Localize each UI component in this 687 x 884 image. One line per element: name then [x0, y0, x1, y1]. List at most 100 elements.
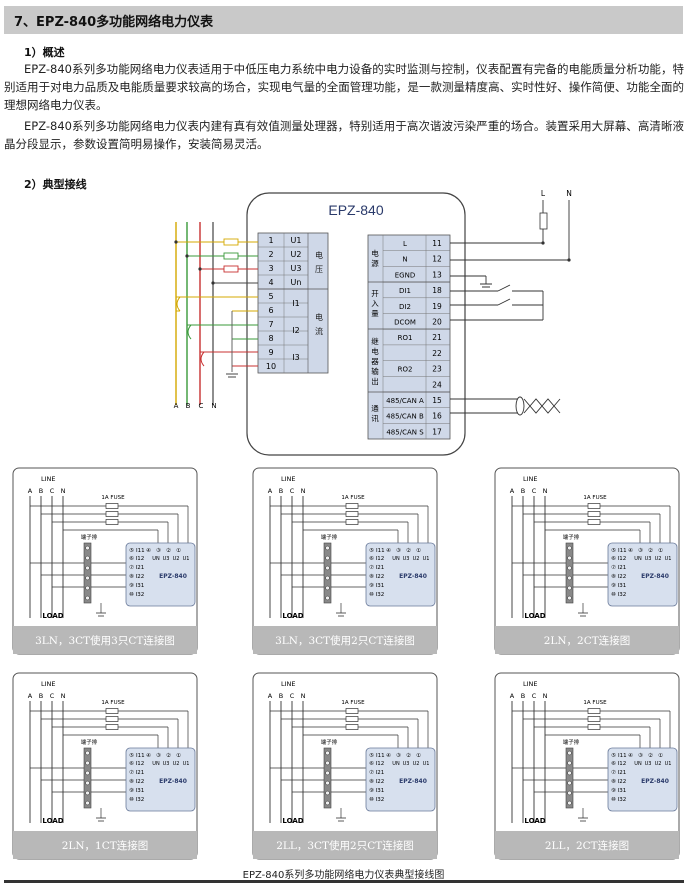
- left-terminal-signal: Un: [291, 278, 302, 287]
- mini-row-label: ⑥ I12: [611, 761, 626, 767]
- mini-phase-label: B: [279, 692, 283, 700]
- mini-strip-label: 端子排: [563, 738, 580, 746]
- mini-row-label: ⑦ I21: [369, 564, 384, 571]
- mini-strip-label: 端子排: [81, 738, 98, 746]
- mini-phase-label: A: [268, 487, 273, 495]
- mini-row-label: ⑦ I21: [611, 769, 626, 776]
- mini-top-signal: U3: [403, 761, 410, 767]
- right-terminal-signal: RO1: [398, 334, 413, 342]
- right-terminal-number: 21: [432, 333, 442, 342]
- left-terminal-number: 4: [268, 278, 273, 287]
- mini-top-signal: U3: [645, 761, 652, 767]
- mini-strip-label: 端子排: [321, 738, 338, 746]
- mini-load-label: LOAD: [282, 612, 303, 620]
- mini-phase-label: C: [532, 487, 537, 495]
- mini-top-signal: UN: [634, 761, 642, 767]
- mini-fuse-label: 1A FUSE: [101, 700, 125, 706]
- mini-caption: 2LN，2CT连接图: [544, 634, 631, 647]
- mini-top-terminals: I11: [136, 548, 145, 554]
- mini-top-terminals: ④: [628, 753, 633, 759]
- right-terminal-number: 22: [432, 349, 442, 358]
- mini-row-label: ⑧ I22: [369, 779, 384, 785]
- mini-phase-label: C: [532, 692, 537, 700]
- phase-label-a: A: [174, 402, 179, 410]
- mini-top-signal: U2: [413, 556, 420, 562]
- group-current-2: 流: [315, 326, 323, 336]
- group-voltage-2: 压: [315, 265, 323, 274]
- mini-line-label: LINE: [41, 475, 56, 483]
- right-terminal-signal: DI1: [399, 287, 411, 295]
- mini-phase-label: N: [543, 487, 548, 495]
- mini-load-label: LOAD: [282, 817, 303, 825]
- mini-top-terminals: ④: [628, 548, 633, 554]
- right-terminal-signal: 485/CAN B: [386, 413, 424, 421]
- mini-top-terminals: ②: [166, 547, 171, 554]
- mini-caption: 3LN，3CT使用3只CT连接图: [35, 634, 175, 647]
- mini-top-signal: UN: [634, 556, 642, 562]
- mini-row-label: ⑨ I31: [369, 582, 384, 589]
- source-label-n: N: [566, 189, 572, 198]
- mini-top-signal: U3: [163, 556, 170, 562]
- group-voltage-1: 电: [315, 250, 323, 260]
- mini-phase-label: B: [39, 692, 43, 700]
- mini-row-label: ⑦ I21: [129, 564, 144, 571]
- right-terminal-signal: DI2: [399, 303, 411, 311]
- left-terminal-number: 2: [268, 250, 273, 259]
- group-relay-5: 出: [371, 376, 379, 386]
- mini-phase-label: B: [521, 487, 525, 495]
- mini-top-terminals: I11: [136, 753, 145, 759]
- left-terminal-number: 7: [268, 320, 273, 329]
- right-terminal-number: 12: [432, 255, 442, 264]
- mini-line-label: LINE: [41, 680, 56, 688]
- phase-label-b: B: [186, 402, 191, 410]
- mini-top-signal: U2: [655, 556, 662, 562]
- mini-strip-label: 端子排: [81, 533, 98, 541]
- group-relay-1: 继: [371, 336, 379, 346]
- mini-load-label: LOAD: [524, 817, 545, 825]
- mini-row-label: ⑦ I21: [369, 769, 384, 776]
- mini-top-signal: U2: [173, 556, 180, 562]
- mini-phase-label: N: [301, 692, 306, 700]
- mini-row-label: ⑩ I32: [611, 591, 626, 598]
- mini-line-label: LINE: [523, 680, 538, 688]
- overview-paragraph-2: EPZ-840系列多功能网络电力仪表内建有真有效值测量处理器，特别适用于高次谐波…: [4, 119, 684, 151]
- mini-top-terminals: ①: [416, 548, 421, 554]
- mini-model-label: EPZ-840: [641, 778, 669, 785]
- group-input-2: 入: [371, 299, 379, 308]
- group-power-2: 源: [371, 259, 379, 268]
- mini-model-label: EPZ-840: [399, 778, 427, 785]
- mini-phase-label: N: [543, 692, 548, 700]
- mini-top-terminals: ③: [396, 548, 401, 554]
- mini-top-terminals: ③: [638, 548, 643, 554]
- mini-top-signal: U1: [183, 556, 190, 562]
- mini-fuse-label: 1A FUSE: [583, 495, 607, 501]
- mini-top-signal: U2: [173, 761, 180, 767]
- mini-load-label: LOAD: [42, 817, 63, 825]
- mini-top-signal: U3: [403, 556, 410, 562]
- mini-top-terminals: ②: [648, 547, 653, 554]
- mini-row-label: ⑩ I32: [611, 796, 626, 803]
- left-terminal-number: 10: [266, 362, 276, 371]
- mini-model-label: EPZ-840: [399, 573, 427, 580]
- group-comm-1: 通: [371, 403, 379, 413]
- left-terminal-number: 3: [268, 264, 273, 273]
- left-terminal-number: 6: [268, 306, 273, 315]
- mini-top-terminals: ②: [166, 752, 171, 759]
- mini-top-signal: U1: [665, 556, 672, 562]
- figure-caption: EPZ-840系列多功能网络电力仪表典型接线图: [242, 870, 445, 881]
- mini-row-label: ⑥ I12: [369, 761, 384, 767]
- mini-top-signal: U1: [183, 761, 190, 767]
- right-terminal-signal: 485/CAN S: [386, 428, 424, 436]
- mini-top-terminals: ④: [146, 753, 151, 759]
- mini-top-terminals: ①: [416, 753, 421, 759]
- right-terminal-number: 13: [432, 270, 442, 279]
- mini-top-terminals: ④: [146, 548, 151, 554]
- mini-line-label: LINE: [281, 475, 296, 483]
- bottom-rule: [4, 880, 684, 883]
- mini-top-terminals: ③: [156, 548, 161, 554]
